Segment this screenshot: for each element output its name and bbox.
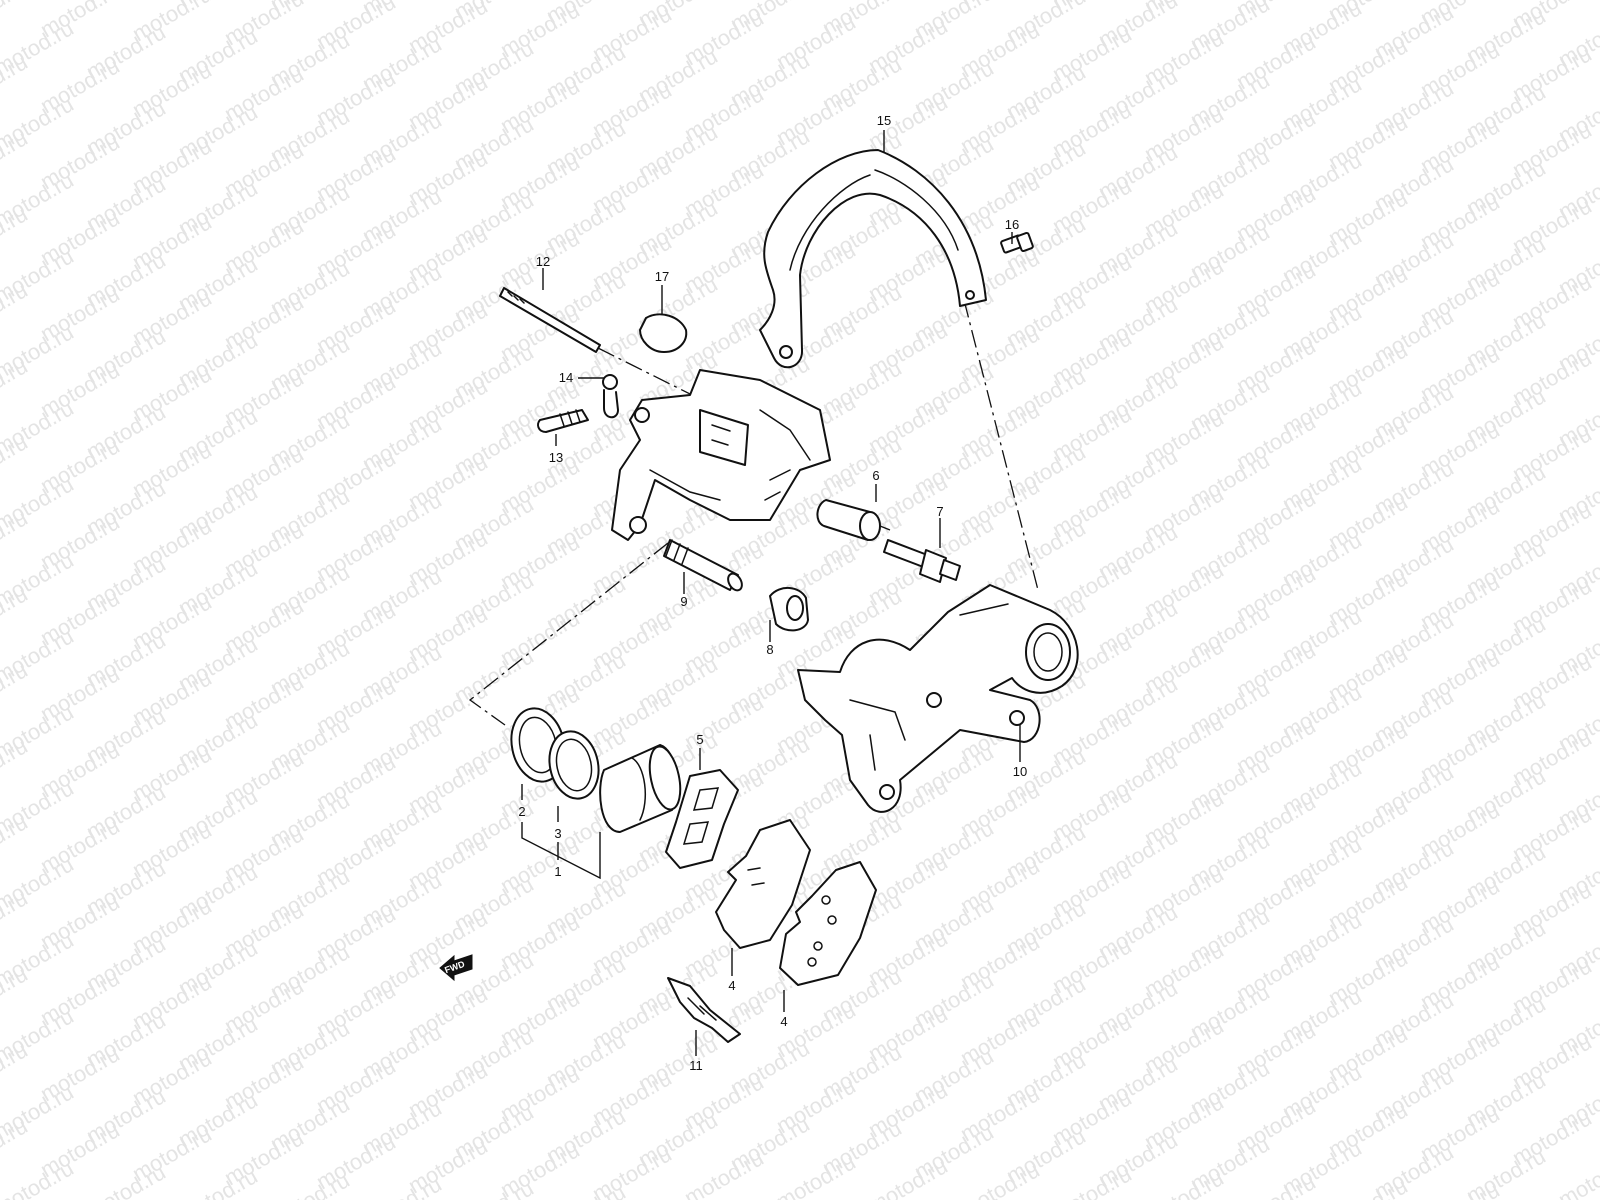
callout-2: 2 <box>518 804 525 819</box>
part-4-brake-pad-front <box>779 861 877 986</box>
callout-11: 11 <box>689 1058 703 1073</box>
watermark-text: motod.ru <box>174 1163 262 1200</box>
callout-5: 5 <box>696 732 703 747</box>
part-10-caliper-holder <box>797 584 1079 813</box>
part-8-boot <box>769 587 809 632</box>
watermark-text: motod.ru <box>542 1179 630 1200</box>
part-5-pad-spring <box>665 769 739 869</box>
watermark-text: motod.ru <box>358 1171 446 1200</box>
watermark-text: motod.ru <box>266 1167 354 1200</box>
watermark-text: motod.ru <box>772 1149 860 1200</box>
callout-14: 14 <box>559 370 573 385</box>
callout-13: 13 <box>549 450 563 465</box>
part-7-bolt <box>883 539 961 583</box>
watermark-text: motod.ru <box>450 1175 538 1200</box>
callout-17: 17 <box>655 269 669 284</box>
part-3-dust-seal <box>548 730 600 800</box>
callout-1: 1 <box>554 864 561 879</box>
watermark-text: motod.ru <box>1554 1147 1600 1200</box>
piston <box>599 744 682 833</box>
watermark-text: motod.ru <box>956 1157 1044 1200</box>
callout-6: 6 <box>872 468 879 483</box>
callout-4-rear-pad: 4 <box>728 978 735 993</box>
part-15-caliper-arm <box>759 149 987 369</box>
watermark-text: motod.ru <box>864 1153 952 1200</box>
watermark-text: motod.ru <box>0 0 32 38</box>
part-6-bushing <box>816 499 881 541</box>
callout-12: 12 <box>536 254 550 269</box>
caliper-body <box>611 369 831 541</box>
part-11-shim <box>667 977 741 1043</box>
watermark-text: motod.ru <box>680 1145 768 1200</box>
watermark-text: motod.ru <box>1416 1177 1504 1200</box>
watermark-text: motod.ru <box>1048 1161 1136 1200</box>
callout-10: 10 <box>1013 764 1027 779</box>
watermark-text: motod.ru <box>82 1159 170 1200</box>
callout-9: 9 <box>680 594 687 609</box>
callout-3: 3 <box>554 826 561 841</box>
leader-lines <box>521 130 1021 1056</box>
watermark-text: motod.ru <box>1232 1169 1320 1200</box>
part-13-bleeder-screw <box>537 409 589 433</box>
part-4-brake-pad-rear <box>715 819 811 949</box>
part-14-bleeder-cap <box>602 374 619 419</box>
callout-15: 15 <box>877 113 891 128</box>
callout-4-front-pad: 4 <box>780 1014 787 1029</box>
callout-8: 8 <box>766 642 773 657</box>
fwd-arrow-icon: FWD <box>439 954 473 982</box>
callouts: 15 16 12 17 14 13 6 7 9 8 10 5 2 3 1 4 4… <box>518 113 1027 1073</box>
part-17-cap <box>639 313 688 353</box>
callout-7: 7 <box>936 504 943 519</box>
callout-16: 16 <box>1005 217 1019 232</box>
part-9-slide-pin <box>663 539 743 592</box>
watermark-text: motod.ru <box>1324 1173 1412 1200</box>
part-12-pin <box>499 287 601 353</box>
watermark-text: motod.ru <box>1140 1165 1228 1200</box>
